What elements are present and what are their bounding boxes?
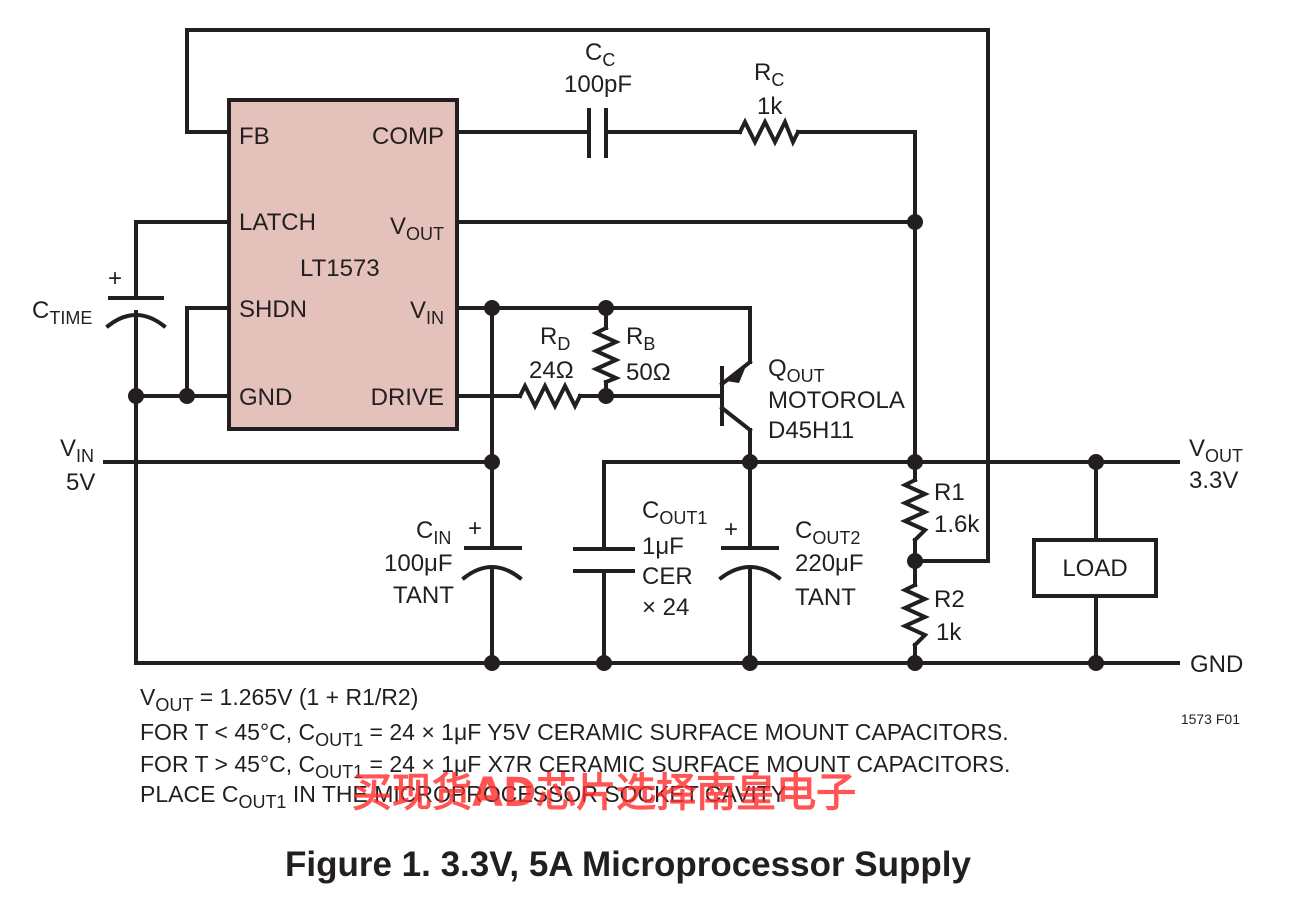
emitter-arrow-icon — [726, 366, 746, 383]
qout-maker: MOTOROLA — [768, 387, 905, 414]
wires — [103, 28, 1180, 665]
cout2-plus: + — [724, 516, 738, 543]
rd-name: RD — [540, 323, 570, 354]
pin-vin-label: VIN — [410, 297, 444, 328]
cout2-type: TANT — [795, 584, 856, 611]
qout-transistor — [719, 359, 753, 433]
rb-resistor — [591, 325, 622, 385]
vout-rail-value: 3.3V — [1189, 467, 1238, 494]
pin-vout-label: VOUT — [390, 213, 444, 244]
pin-latch-label: LATCH — [239, 209, 316, 236]
r2-value: 1k — [936, 619, 962, 646]
pin-fb-label: FB — [239, 123, 270, 150]
pin-shdn-label: SHDN — [239, 296, 307, 323]
ctime-capacitor — [105, 296, 167, 329]
qout-part: D45H11 — [768, 417, 854, 444]
watermark-text: 买现货AD芯片选择南皇电子 — [352, 770, 856, 816]
pin-drive-label: DRIVE — [371, 384, 444, 411]
vin-rail-value: 5V — [66, 469, 95, 496]
r1-name: R1 — [934, 479, 965, 506]
load-box — [1032, 538, 1158, 598]
vin-rail-name: VIN — [60, 435, 94, 466]
cout2-capacitor — [718, 546, 782, 581]
figure-id: 1573 F01 — [1181, 711, 1240, 727]
note-line-1: VOUT = 1.265V (1 + R1/R2) — [140, 684, 418, 715]
note-line-2: FOR T < 45°C, COUT1 = 24 × 1μF Y5V CERAM… — [140, 719, 1009, 750]
cc-name: CC — [585, 39, 615, 70]
ic-block — [227, 98, 459, 431]
rc-name: RC — [754, 59, 784, 90]
cout2-value: 220μF — [795, 550, 864, 577]
cout1-type: CER — [642, 563, 693, 590]
ic-part-label: LT1573 — [300, 255, 380, 282]
vout-rail-name: VOUT — [1189, 435, 1243, 466]
cout2-name: COUT2 — [795, 517, 860, 548]
ctime-name: CTIME — [32, 297, 92, 328]
cin-name: CIN — [416, 517, 451, 548]
note-line-3: FOR T > 45°C, COUT1 = 24 × 1μF X7R CERAM… — [140, 751, 1010, 782]
r2-resistor — [900, 582, 930, 648]
figure-caption: Figure 1. 3.3V, 5A Microprocessor Supply — [285, 845, 972, 884]
rc-value: 1k — [757, 93, 783, 120]
cin-capacitor — [461, 546, 523, 581]
design-notes: VOUT = 1.265V (1 + R1/R2) FOR T < 45°C, … — [140, 684, 1010, 812]
cin-type: TANT — [393, 582, 454, 609]
gnd-rail-label: GND — [1190, 651, 1243, 678]
cc-value: 100pF — [564, 71, 632, 98]
r2-name: R2 — [934, 586, 965, 613]
rc-resistor — [737, 117, 801, 147]
cin-value: 100μF — [384, 550, 453, 577]
r1-value: 1.6k — [934, 511, 980, 538]
rb-name: RB — [626, 323, 655, 354]
cout1-capacitor — [573, 547, 635, 573]
qout-name: QOUT — [768, 355, 825, 386]
cout1-count: × 24 — [642, 594, 689, 621]
pin-gnd-label: GND — [239, 384, 292, 411]
cout1-value: 1μF — [642, 533, 684, 560]
rd-value: 24Ω — [529, 357, 574, 384]
cin-plus: + — [468, 515, 482, 542]
rb-value: 50Ω — [626, 359, 671, 386]
junction-dots — [128, 214, 1104, 671]
r1-resistor — [900, 477, 930, 543]
rd-resistor — [517, 381, 583, 411]
pin-comp-label: COMP — [372, 123, 444, 150]
note-line-4: PLACE COUT1 IN THE MICROPROCESSOR SOCKET… — [140, 781, 786, 812]
cout1-name: COUT1 — [642, 497, 707, 528]
cc-capacitor — [587, 108, 608, 158]
load-label: LOAD — [1062, 555, 1127, 582]
ctime-plus: + — [108, 265, 122, 292]
